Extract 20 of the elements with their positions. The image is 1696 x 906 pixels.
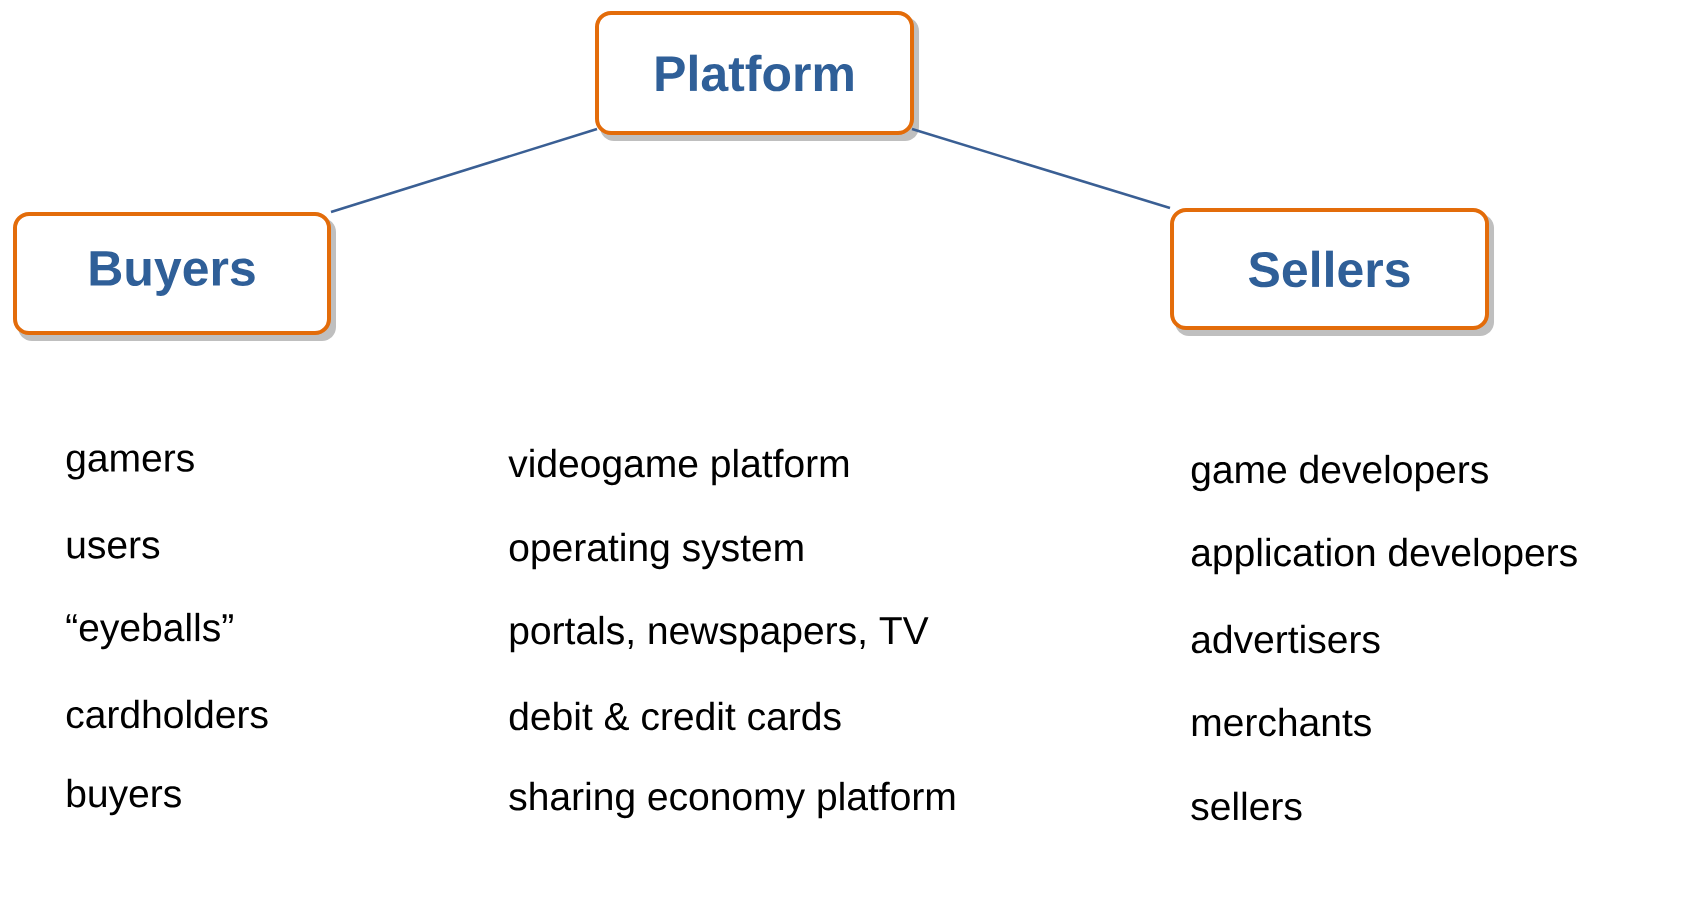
list-item: sharing economy platform: [509, 781, 955, 819]
list-item: advertisers: [1191, 624, 1380, 654]
list-item: debit & credit cards: [509, 701, 841, 731]
list-item: sellers: [1191, 791, 1302, 821]
list-item: gamers: [66, 450, 194, 480]
list-item: “eyeballs”: [66, 612, 233, 650]
list-item: merchants: [1192, 707, 1371, 737]
group-box: Buyers: [13, 212, 336, 341]
list-item: application developers: [1191, 537, 1577, 575]
list-item: operating system: [509, 532, 803, 570]
list-item: portals, newspapers, TV: [510, 615, 929, 653]
list-item: cardholders: [66, 699, 268, 729]
connector-line: [330, 127, 598, 214]
list-item: videogame platform: [508, 448, 849, 486]
group-box: Sellers: [1170, 208, 1494, 336]
connector-line: [911, 127, 1171, 210]
list-item: game developers: [1191, 454, 1488, 492]
group-box: Platform: [595, 11, 919, 141]
list-item: buyers: [67, 778, 181, 816]
list-item: users: [67, 537, 160, 559]
